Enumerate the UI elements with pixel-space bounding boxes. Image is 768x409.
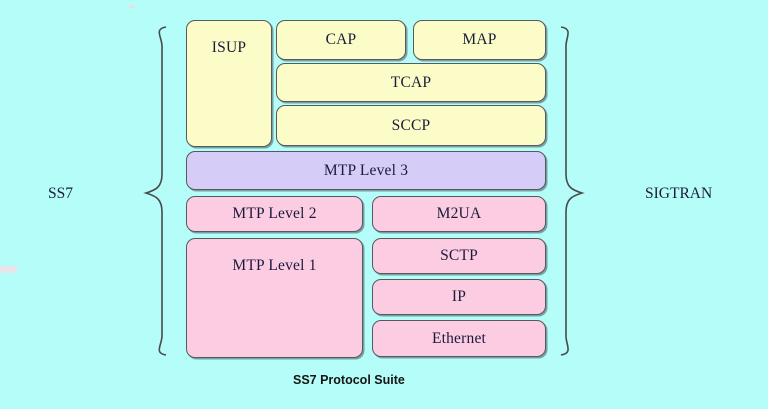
box-tcap[interactable]: TCAP — [276, 63, 546, 102]
box-ethernet-label: Ethernet — [431, 329, 487, 347]
box-mtp-level-3-label: MTP Level 3 — [323, 161, 409, 179]
box-tcap-label: TCAP — [390, 73, 432, 91]
box-mtp-level-1-label: MTP Level 1 — [232, 257, 317, 274]
box-map-label: MAP — [462, 31, 497, 48]
box-ip[interactable]: IP — [372, 279, 546, 315]
box-cap[interactable]: CAP — [276, 20, 406, 60]
box-mtp-level-1[interactable]: MTP Level 1 — [186, 238, 363, 358]
box-cap-label: CAP — [325, 31, 357, 48]
box-isup[interactable]: ISUP — [186, 20, 272, 147]
box-map[interactable]: MAP — [413, 20, 546, 60]
box-sctp-label: SCTP — [440, 247, 478, 264]
left-brace-ss7 — [143, 26, 167, 356]
image-artifact-top — [129, 5, 134, 8]
box-mtp-level-3[interactable]: MTP Level 3 — [186, 151, 546, 190]
box-sccp[interactable]: SCCP — [276, 105, 546, 146]
box-m2ua-label: M2UA — [436, 205, 482, 222]
box-isup-label: ISUP — [211, 39, 247, 56]
box-mtp-level-2-label: MTP Level 2 — [232, 205, 317, 222]
box-mtp-level-2[interactable]: MTP Level 2 — [186, 196, 363, 232]
sigtran-label: SIGTRAN — [645, 185, 713, 202]
diagram-caption: SS7 Protocol Suite — [293, 373, 405, 387]
box-ip-label: IP — [451, 288, 467, 305]
box-m2ua[interactable]: M2UA — [372, 196, 546, 232]
ss7-label: SS7 — [48, 185, 73, 202]
box-sccp-label: SCCP — [391, 116, 431, 134]
right-brace-sigtran — [560, 26, 585, 356]
box-ethernet[interactable]: Ethernet — [372, 320, 546, 357]
box-sctp[interactable]: SCTP — [372, 238, 546, 274]
image-artifact-left — [0, 266, 17, 273]
